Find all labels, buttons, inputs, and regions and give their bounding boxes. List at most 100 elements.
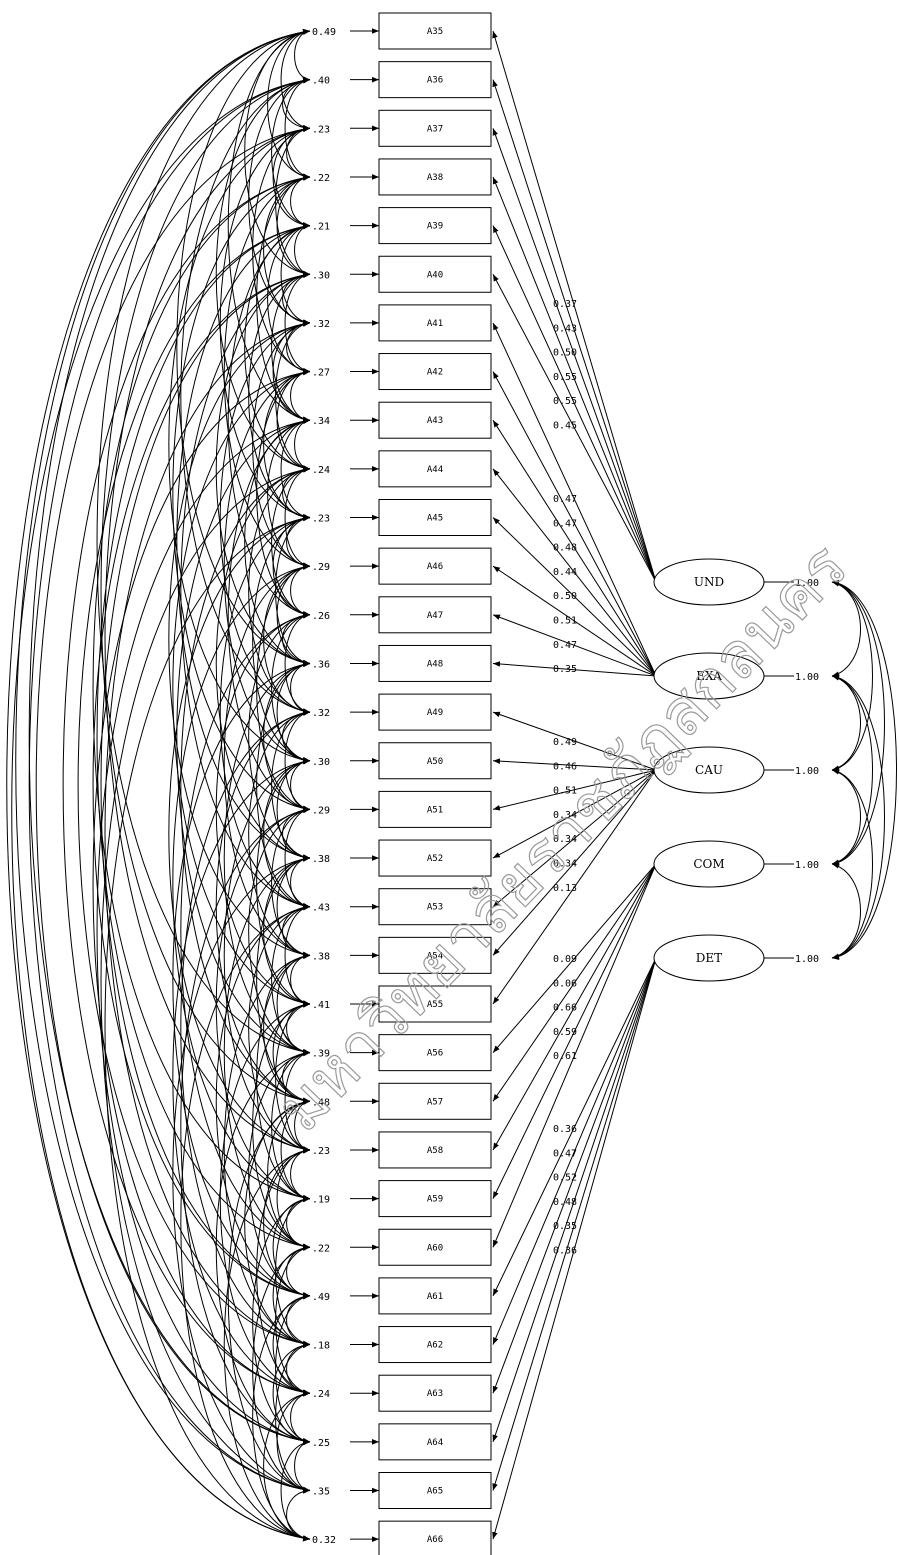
factor-loading-paths: [492, 30, 657, 1540]
error-covariance-arc: [271, 1050, 311, 1201]
loading-value: 0.34: [553, 859, 577, 870]
loading-value: 0.48: [553, 1197, 577, 1208]
error-variance: .23: [312, 124, 330, 135]
error-covariance-arc: [263, 661, 311, 812]
loading-path: [492, 614, 657, 677]
loading-value: 0.47: [553, 1148, 577, 1159]
loading-path: [492, 517, 657, 677]
error-covariance-arc: [284, 710, 311, 812]
observed-box: [378, 158, 492, 196]
error-covariance-arc: [92, 369, 311, 1395]
factor-name: COM: [693, 857, 724, 871]
error-covariance-arc: [180, 613, 311, 1249]
error-covariance-arc: [227, 418, 311, 812]
observed-variable: A50.30: [312, 742, 492, 780]
loading-value: 0.44: [553, 567, 577, 578]
loading-value: 0.09: [553, 954, 577, 965]
error-covariance-arc: [227, 29, 311, 422]
error-covariance-arc: [180, 710, 311, 1347]
observed-box: [378, 1423, 492, 1461]
observed-box: [378, 1131, 492, 1169]
error-variance: .49: [312, 1292, 330, 1303]
loading-value: 0.61: [553, 1051, 577, 1062]
observed-name: A36: [427, 76, 443, 86]
observed-variable: A51.29: [312, 790, 492, 828]
loading-value: 0.52: [553, 1173, 577, 1184]
loading-path: [492, 419, 657, 677]
error-variance: .30: [312, 270, 330, 281]
loading-path: [492, 769, 657, 811]
error-variance: .25: [312, 1438, 330, 1449]
observed-name: A62: [427, 1341, 443, 1351]
error-covariance-arc: [267, 28, 311, 179]
error-variance: .36: [312, 659, 330, 670]
error-variance: .38: [312, 951, 330, 962]
observed-name: A57: [427, 1097, 443, 1107]
observed-name: A35: [427, 27, 443, 37]
loading-value: 0.36: [553, 1246, 577, 1257]
error-variance: 0.32: [312, 1535, 336, 1546]
error-covariance-arc: [180, 807, 311, 1444]
observed-name: A58: [427, 1146, 443, 1156]
loading-value: 0.51: [553, 616, 577, 627]
error-covariance-arc: [280, 223, 311, 325]
loading-path: [492, 863, 657, 1053]
observed-box: [378, 1228, 492, 1266]
loading-path: [492, 957, 657, 1491]
factor-covariance-arc: [831, 769, 861, 865]
loading-value: 0.49: [553, 737, 577, 748]
observed-box: [378, 353, 492, 391]
error-covariance-arc: [252, 515, 311, 763]
error-covariance-arcs: [6, 28, 311, 1542]
observed-box: [378, 12, 492, 50]
loading-value: 0.55: [553, 372, 577, 383]
observed-variable: A49.32: [312, 693, 492, 731]
observed-variable: A64.25: [312, 1423, 492, 1461]
loading-path: [492, 863, 657, 1199]
error-covariance-arc: [100, 272, 311, 1298]
error-covariance-arc: [96, 418, 311, 1444]
loading-path: [492, 957, 657, 1297]
error-covariance-arc: [215, 710, 311, 1104]
error-covariance-arc: [219, 126, 311, 520]
error-covariance-arc: [256, 758, 311, 1006]
error-covariance-arc: [272, 1342, 311, 1445]
error-covariance-arc: [104, 126, 311, 1152]
error-covariance-arc: [280, 28, 311, 131]
loading-path: [492, 176, 657, 583]
observed-variable: A42.27: [312, 353, 492, 391]
loading-value: 0.47: [553, 494, 577, 505]
loading-value: 0.50: [553, 348, 577, 359]
loading-value: 0.06: [553, 978, 577, 989]
error-covariance-arc: [104, 321, 311, 1347]
error-covariance-arc: [172, 369, 311, 1006]
error-covariance-arc: [176, 223, 311, 860]
error-covariance-arc: [263, 758, 311, 909]
observed-variable: A44.24: [312, 450, 492, 488]
loading-labels: 0.370.430.500.550.550.450.470.470.480.44…: [553, 299, 577, 1257]
loading-path: [492, 661, 657, 677]
observed-name: A43: [427, 416, 443, 426]
observed-box: [378, 1180, 492, 1218]
error-variance: .22: [312, 173, 330, 184]
loading-path: [492, 769, 657, 908]
loading-path: [492, 468, 657, 677]
error-variance: .18: [312, 1341, 330, 1352]
error-covariance-arc: [280, 418, 311, 520]
observed-variable: A45.23: [312, 499, 492, 536]
factor-variance: 1.00: [795, 578, 819, 589]
error-covariance-arc: [284, 77, 311, 179]
factor-name: EXA: [696, 669, 722, 683]
error-covariance-arc: [92, 272, 311, 1298]
loading-path: [492, 769, 657, 1005]
loading-value: 0.59: [553, 1027, 577, 1038]
loading-path: [492, 79, 657, 583]
error-variance: .34: [312, 416, 330, 427]
loading-value: 0.34: [553, 810, 577, 821]
error-covariance-arc: [256, 175, 311, 423]
